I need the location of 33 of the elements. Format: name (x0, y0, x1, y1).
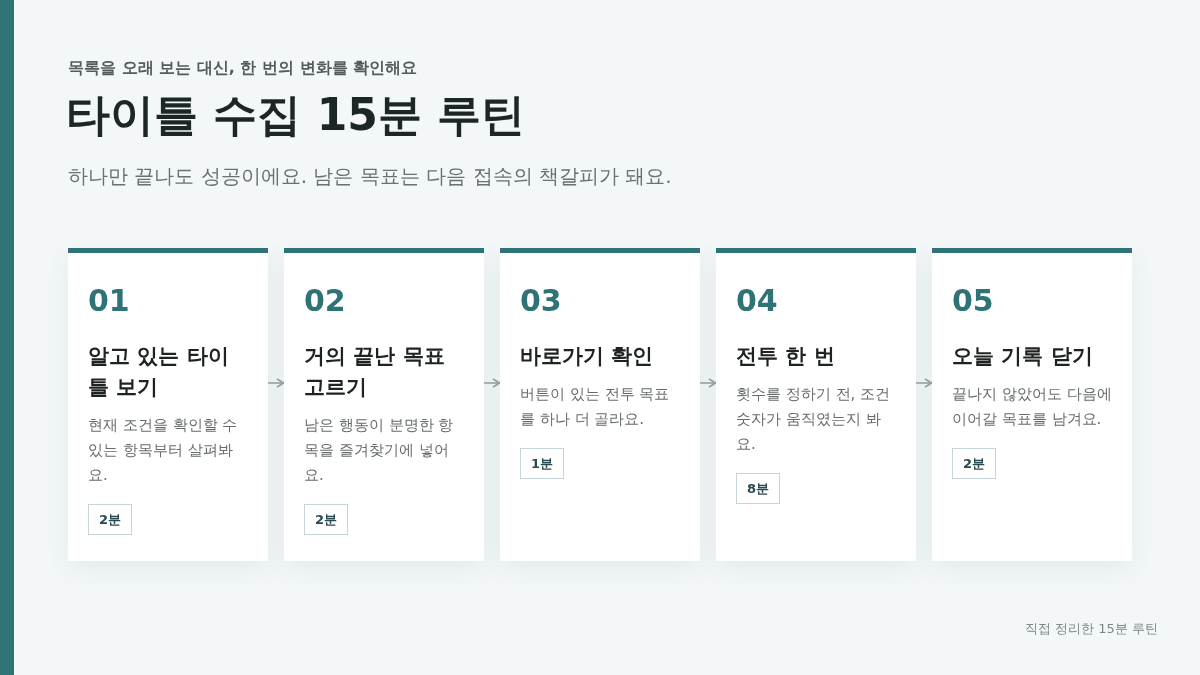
step-number: 03 (520, 282, 563, 320)
duration-tag: 2분 (304, 504, 349, 535)
footer-note: 직접 정리한 15분 루틴 (1025, 620, 1158, 638)
step-card (500, 248, 700, 561)
step-description: 횟수를 정하기 전, 조건 숫자가 움직였는지 봐요. (736, 384, 892, 455)
arrow (915, 378, 933, 388)
step-title: 오늘 기록 닫기 (952, 343, 1094, 370)
duration-tag: 2분 (88, 504, 133, 535)
step-card (932, 248, 1132, 561)
arrow (267, 378, 285, 388)
subtitle-text: 하나만 끝나도 성공이에요. 남은 목표는 다음 접속의 책갈피가 돼요. (68, 163, 672, 190)
step-card (284, 248, 484, 561)
step-description: 버튼이 있는 전투 목표를 하나 더 골라요. (520, 384, 671, 430)
step-number: 02 (304, 282, 347, 320)
step-title: 바로가기 확인 (520, 343, 655, 370)
step-card (716, 248, 916, 561)
duration-tag: 1분 (520, 448, 565, 479)
duration-tag: 2분 (952, 448, 997, 479)
step-title: 거의 끝난 목표 고르기 (304, 343, 446, 401)
duration-tag: 8분 (736, 473, 781, 504)
step-title: 알고 있는 타이틀 보기 (88, 343, 230, 401)
step-number: 01 (88, 282, 131, 320)
step-number: 04 (736, 282, 779, 320)
eyebrow-text: 목록을 오래 보는 대신, 한 번의 변화를 확인해요 (68, 58, 418, 79)
arrow (483, 378, 501, 388)
main-title: 타이틀 수집 15분 루틴 (66, 88, 526, 142)
step-title: 전투 한 번 (736, 343, 836, 370)
step-number: 05 (952, 282, 995, 320)
step-description: 남은 행동이 분명한 항목을 즐겨찾기에 넣어요. (304, 415, 455, 486)
arrow (699, 378, 717, 388)
step-card (68, 248, 268, 561)
step-description: 현재 조건을 확인할 수 있는 항목부터 살펴봐요. (88, 415, 239, 486)
step-description: 끝나지 않았어도 다음에 이어갈 목표를 남겨요. (952, 384, 1112, 430)
